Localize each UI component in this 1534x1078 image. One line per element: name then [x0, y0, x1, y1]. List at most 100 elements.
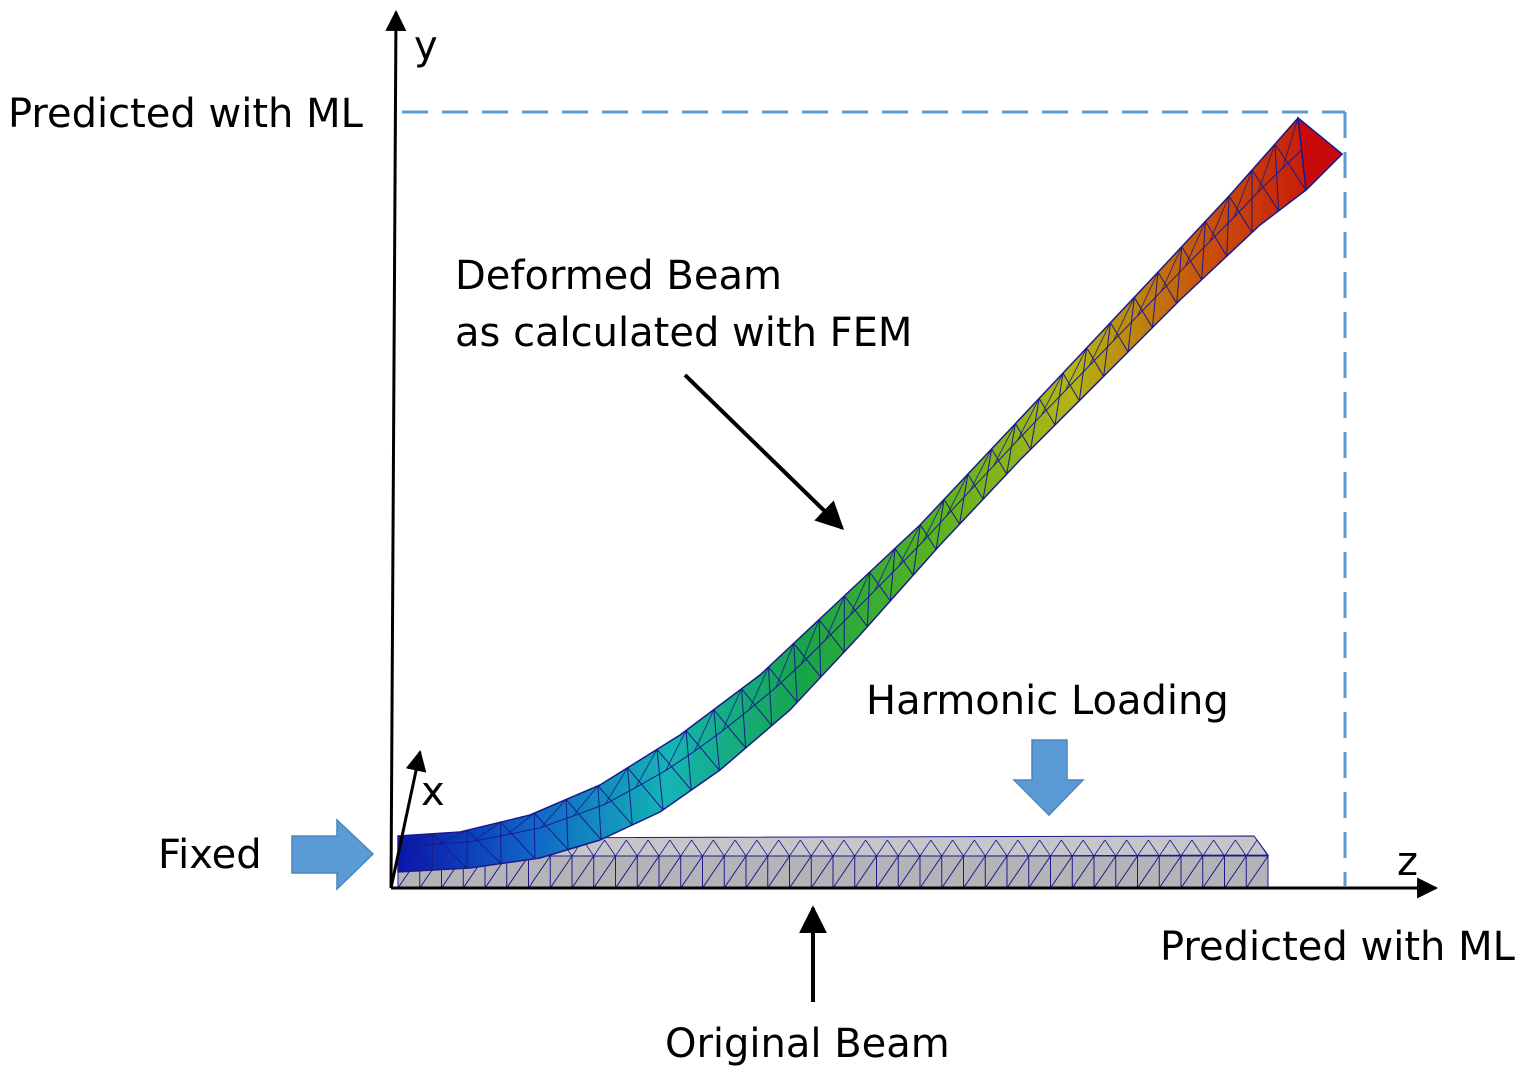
mesh-top-diagonal — [1137, 271, 1159, 317]
mesh-top-diagonal — [1209, 195, 1230, 242]
original-mesh-top — [734, 839, 747, 857]
original-mesh-top — [767, 839, 779, 857]
original-mesh-top — [1115, 839, 1127, 857]
original-mesh-diagonal — [1245, 855, 1269, 889]
original-mesh-top — [669, 839, 682, 857]
original-mesh-top — [854, 839, 866, 857]
original-mesh-top — [1071, 839, 1084, 857]
block-arrows — [291, 739, 1085, 891]
y-axis — [385, 9, 407, 889]
original-mesh-top — [1158, 839, 1171, 857]
mesh-rib — [713, 709, 720, 771]
mesh-rib — [1274, 143, 1280, 211]
original-mesh-top — [1235, 839, 1247, 857]
original-mesh-diagonal — [636, 855, 660, 889]
original-mesh-top — [952, 839, 964, 857]
original-mesh-diagonal — [1028, 855, 1051, 889]
mesh-diagonal — [818, 619, 845, 653]
mesh-rib — [533, 813, 536, 859]
mesh-top-diagonal — [775, 643, 795, 688]
original-mesh-top — [1039, 839, 1051, 857]
mesh-diagonal — [768, 666, 798, 703]
original-mesh-diagonal — [1006, 855, 1030, 889]
mesh-diagonal — [1204, 221, 1228, 257]
original-mesh-top — [1256, 839, 1269, 857]
original-mesh-top — [963, 839, 975, 857]
original-mesh-diagonal — [789, 855, 812, 889]
mesh-top-diagonal — [748, 666, 769, 710]
original-mesh-diagonal — [767, 855, 790, 889]
predicted-top-label: Predicted with ML — [8, 91, 363, 137]
mesh-top-diagonal — [540, 799, 567, 829]
original-mesh-diagonal — [593, 855, 616, 889]
original-mesh-diagonal — [1115, 855, 1138, 889]
z-axis-label: z — [1397, 839, 1418, 885]
original-mesh-top — [1028, 839, 1040, 857]
mesh-top-diagonal — [1064, 347, 1088, 391]
original-mesh-top — [1082, 839, 1095, 857]
x-axis — [389, 749, 427, 889]
mesh-diagonal — [533, 812, 569, 850]
predicted-right-label: Predicted with ML — [1160, 924, 1515, 970]
original-mesh-top — [821, 839, 834, 857]
mesh-rib — [1054, 373, 1064, 426]
mesh-top-diagonal — [472, 821, 502, 842]
mesh-diagonal — [432, 833, 468, 869]
mesh-diagonal — [1274, 143, 1307, 191]
mesh-diagonal — [1110, 322, 1129, 353]
original-mesh-top — [908, 839, 921, 857]
mesh-diagonal — [1014, 423, 1032, 450]
mesh-top-diagonal — [922, 499, 945, 542]
fixed-support-arrow — [291, 818, 375, 891]
original-mesh-top — [647, 839, 660, 857]
original-mesh-diagonal — [984, 855, 1008, 889]
original-mesh-top — [1202, 839, 1214, 857]
deformed-beam-body — [397, 116, 1344, 873]
original-mesh-top — [1061, 839, 1073, 857]
original-mesh-diagonal — [897, 855, 921, 889]
original-mesh-top — [778, 839, 790, 857]
mesh-top-diagonal — [635, 749, 658, 788]
mesh-top-diagonal — [1233, 169, 1253, 218]
mesh-top-diagonal — [946, 473, 969, 517]
original-mesh-top — [887, 839, 899, 857]
mesh-top-diagonal — [1112, 297, 1135, 341]
mesh-top-diagonal — [721, 688, 743, 732]
mesh-top-diagonal — [572, 785, 599, 817]
original-mesh-top — [1148, 839, 1160, 857]
mesh-diagonal — [627, 767, 664, 811]
original-mesh-diagonal — [832, 855, 856, 889]
mesh-diagonal — [844, 595, 868, 627]
deformed-beam-label-line2: as calculated with FEM — [455, 310, 913, 356]
mesh-rib — [656, 749, 664, 810]
original-mesh-top — [1017, 839, 1030, 857]
mesh-rib — [959, 474, 969, 525]
original-mesh-top — [843, 839, 856, 857]
original-mesh-diagonal — [615, 855, 638, 889]
original-mesh-top — [1104, 839, 1117, 857]
mesh-top-diagonal — [403, 833, 433, 847]
original-mesh-top — [1093, 839, 1106, 857]
original-mesh-diagonal — [702, 855, 725, 889]
original-mesh-top — [876, 839, 888, 857]
harmonic-load-arrow — [1012, 739, 1085, 817]
mesh-rib — [741, 688, 747, 749]
original-mesh-top — [941, 839, 953, 857]
harmonic-loading-label: Harmonic Loading — [866, 678, 1229, 724]
original-mesh-diagonal — [1137, 855, 1160, 889]
mesh-rib — [597, 785, 602, 840]
predicted-guides — [402, 110, 1347, 886]
original-mesh-top — [789, 839, 801, 857]
mesh-diagonal — [943, 499, 960, 525]
mesh-diagonal — [1157, 271, 1178, 304]
original-mesh-top — [593, 839, 605, 857]
original-mesh-diagonal — [1071, 855, 1095, 889]
original-mesh-top — [810, 839, 823, 857]
original-mesh-top — [691, 839, 703, 857]
mesh-top-diagonal — [438, 829, 468, 845]
fixed-label: Fixed — [158, 832, 262, 878]
x-axis-label: x — [421, 769, 445, 815]
original-mesh-diagonal — [1224, 855, 1247, 889]
mesh-diagonal — [1251, 169, 1280, 212]
original-mesh-diagonal — [876, 855, 899, 889]
